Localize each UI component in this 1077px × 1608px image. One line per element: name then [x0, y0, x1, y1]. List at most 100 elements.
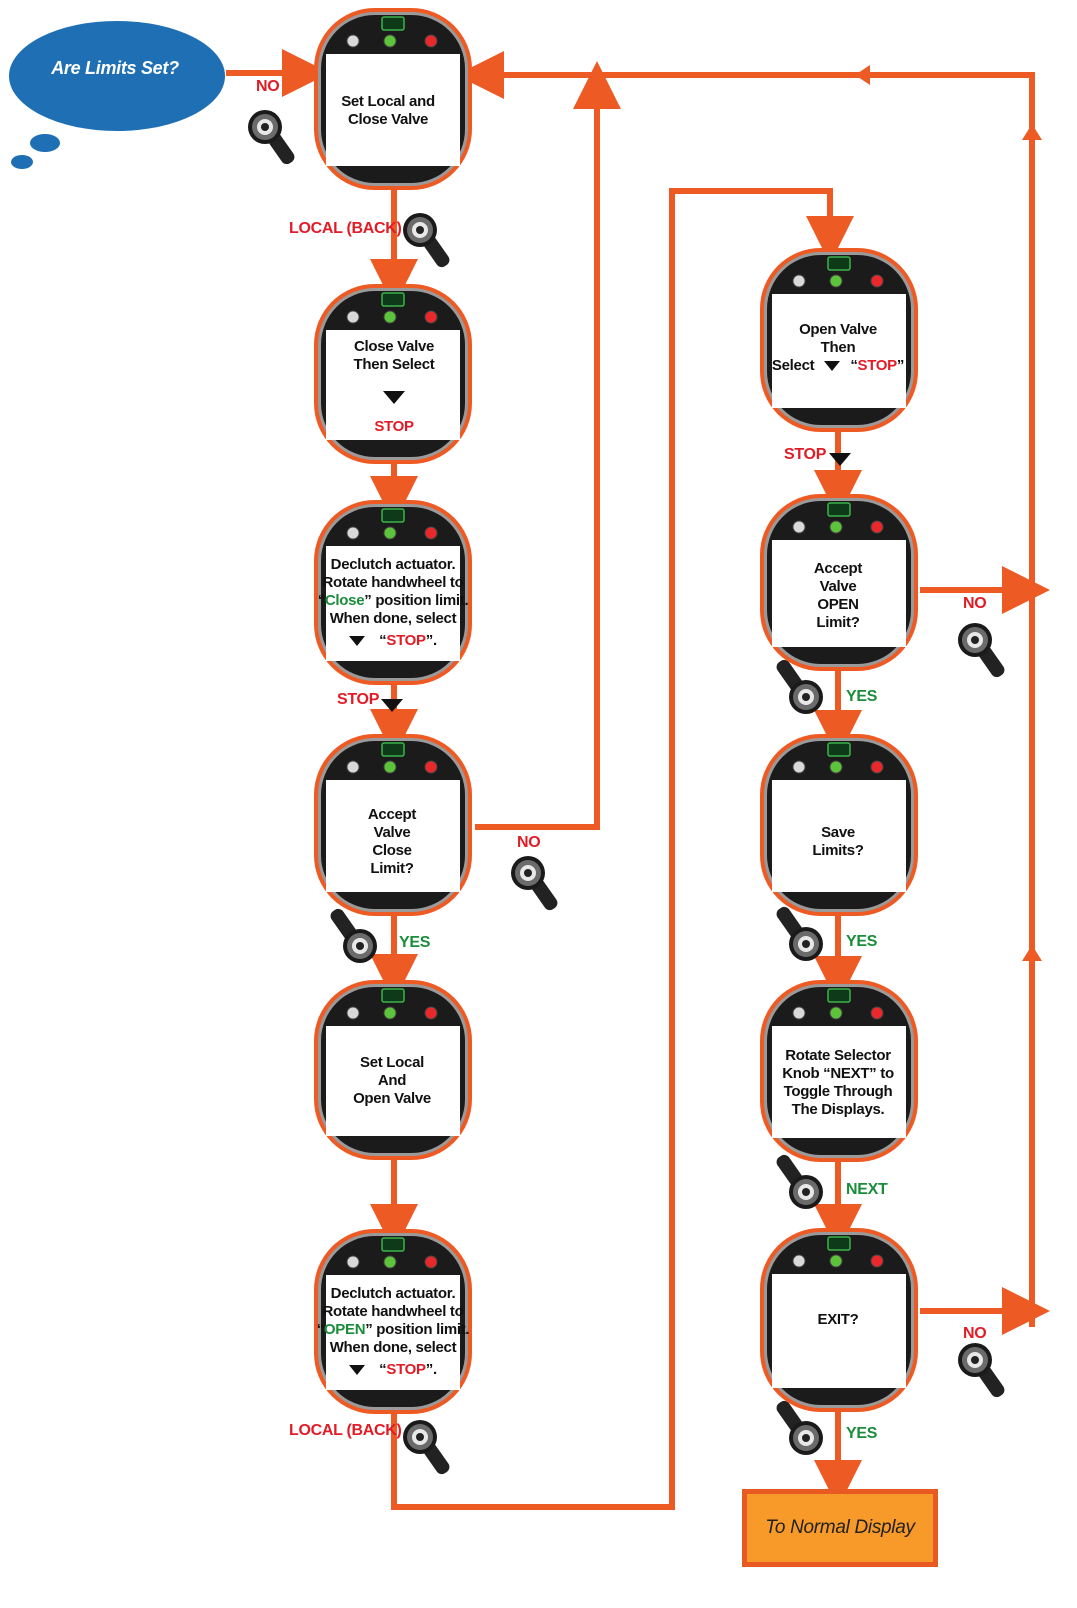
- screen-accept-open-limit: Accept Valve OPEN Limit?: [772, 544, 904, 648]
- screen-open-valve-select: Open Valve Then Select“STOP”: [772, 308, 904, 388]
- screen-declutch-close: Declutch actuator. Rotate handwheel to “…: [318, 548, 469, 658]
- connector-icon: [827, 988, 851, 1003]
- status-led-icon: [424, 34, 438, 48]
- screen-line: Set Local and: [341, 93, 435, 110]
- quote-open: “: [317, 592, 326, 609]
- status-led-icon: [383, 34, 397, 48]
- to-normal-display-box: To Normal Display: [742, 1489, 938, 1567]
- down-triangle-icon: [829, 451, 851, 469]
- screen-line: Toggle Through: [783, 1083, 893, 1100]
- status-led-icon: [383, 310, 397, 324]
- label-no-open-limit: NO: [963, 595, 987, 612]
- position-suffix: ” position limit.: [364, 592, 469, 609]
- status-led-icon: [870, 1006, 884, 1020]
- label-yes-open-limit: YES: [846, 688, 878, 705]
- screen-line: Set Local: [360, 1054, 424, 1071]
- status-led-icon: [792, 760, 806, 774]
- status-led-icon: [346, 1255, 360, 1269]
- screen-line: Close Valve: [353, 338, 435, 355]
- selector-knob-icon: [403, 213, 452, 270]
- screen-line: Limit?: [370, 860, 414, 877]
- status-led-icon: [870, 520, 884, 534]
- label-stop: STOP: [337, 691, 380, 708]
- quote-close: ”.: [425, 632, 437, 649]
- start-question: Are Limits Set?: [51, 58, 179, 78]
- screen-line: Knob “NEXT” to: [782, 1065, 894, 1082]
- screen-line: Declutch actuator.: [330, 1285, 456, 1302]
- status-led-icon: [870, 760, 884, 774]
- connector-icon: [381, 508, 405, 523]
- status-led-icon: [870, 1254, 884, 1268]
- screen-line: Valve: [373, 824, 411, 841]
- connector-icon: [381, 16, 405, 31]
- status-led-icon: [792, 274, 806, 288]
- status-led-icon: [424, 1255, 438, 1269]
- status-led-icon: [424, 760, 438, 774]
- exit-box-label: To Normal Display: [765, 1517, 915, 1538]
- status-led-icon: [792, 1006, 806, 1020]
- label-next: NEXT: [846, 1181, 888, 1198]
- screen-close-valve-select: Close Valve Then Select STOP: [328, 328, 460, 446]
- quote-close: ”.: [425, 1361, 437, 1378]
- screen-accept-close-limit: Accept Valve Close Limit?: [326, 790, 458, 894]
- label-yes-close-limit: YES: [399, 934, 431, 951]
- status-led-icon: [829, 1254, 843, 1268]
- status-led-icon: [346, 526, 360, 540]
- quote-close: ”: [896, 357, 905, 374]
- screen-line: OPEN: [817, 596, 859, 613]
- position-close: Close: [324, 592, 365, 609]
- connector-icon: [381, 742, 405, 757]
- start-thought-bubble: [9, 21, 225, 169]
- connector-icon: [827, 502, 851, 517]
- actuator-display-device: [760, 248, 918, 432]
- selector-knob-icon: [958, 1343, 1007, 1400]
- screen-line: EXIT?: [817, 1311, 859, 1328]
- status-led-icon: [424, 526, 438, 540]
- actuator-display-device: [314, 980, 472, 1160]
- status-led-icon: [346, 310, 360, 324]
- actuator-display-device: [760, 494, 918, 671]
- screen-line: When done, select: [329, 1339, 457, 1356]
- selector-knob-icon: [958, 623, 1007, 680]
- status-led-icon: [383, 1006, 397, 1020]
- label-local-back: LOCAL (BACK): [289, 220, 402, 237]
- status-led-icon: [346, 34, 360, 48]
- status-led-icon: [383, 526, 397, 540]
- screen-stop: STOP: [857, 357, 898, 374]
- status-led-icon: [870, 274, 884, 288]
- screen-exit: EXIT?: [772, 1300, 904, 1340]
- quote-open: “: [316, 1321, 325, 1338]
- screen-line: Save: [821, 824, 855, 841]
- actuator-display-device: [760, 734, 918, 916]
- screen-line: Limits?: [812, 842, 864, 859]
- actuator-display-device: [314, 734, 472, 916]
- status-led-icon: [792, 1254, 806, 1268]
- connector-icon: [381, 292, 405, 307]
- status-led-icon: [829, 520, 843, 534]
- connector-icon: [827, 1236, 851, 1251]
- screen-line: The Displays.: [791, 1101, 885, 1118]
- screen-line: Declutch actuator.: [330, 556, 456, 573]
- screen-line: Then: [820, 339, 856, 356]
- status-led-icon: [829, 1006, 843, 1020]
- screen-line: Close: [372, 842, 412, 859]
- status-led-icon: [792, 520, 806, 534]
- screen-line: Accept: [367, 806, 417, 823]
- label-no-start: NO: [256, 78, 280, 95]
- status-led-icon: [383, 760, 397, 774]
- actuator-display-device: [314, 8, 472, 190]
- status-led-icon: [829, 274, 843, 288]
- status-led-icon: [424, 1006, 438, 1020]
- position-suffix: ” position limit.: [365, 1321, 470, 1338]
- label-no-exit: NO: [963, 1325, 987, 1342]
- screen-stop: STOP: [374, 418, 414, 435]
- actuator-display-device: [760, 980, 918, 1162]
- actuator-display-device: [760, 1228, 918, 1412]
- screen-rotate-selector: Rotate Selector Knob “NEXT” to Toggle Th…: [772, 1034, 904, 1132]
- screen-line: Rotate handwheel to: [322, 1303, 464, 1320]
- screen-line: Then Select: [353, 356, 435, 373]
- label-local-back: LOCAL (BACK): [289, 1422, 402, 1439]
- screen-stop: STOP: [386, 1361, 426, 1378]
